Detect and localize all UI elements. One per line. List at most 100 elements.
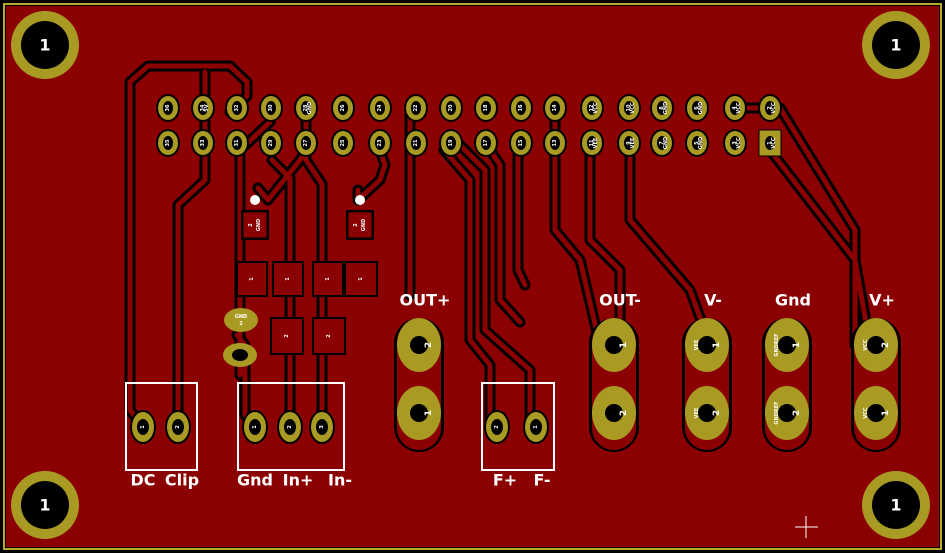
header-pin-drill — [301, 101, 311, 115]
header-pin-drill — [163, 136, 173, 150]
terminal-pin-drill — [698, 336, 716, 354]
header-pin-drill — [765, 101, 775, 115]
header-pin-drill — [198, 136, 208, 150]
connector-gnd-in-pin-drill — [284, 419, 296, 435]
header-pin-drill — [587, 101, 597, 115]
terminal-pin-drill — [698, 404, 716, 422]
connector-dc-clip-outline — [125, 382, 198, 471]
terminal-title: OUT+ — [400, 291, 451, 310]
via — [250, 195, 260, 205]
connector-gnd-in-pin-number: 2 — [287, 425, 293, 429]
header-pin-number: 3 — [732, 141, 738, 145]
connector-gnd-in-label: In+ — [283, 471, 314, 490]
header-pin-drill — [657, 101, 667, 115]
header-pin-number: 1 — [767, 141, 773, 145]
smd-pad[interactable] — [272, 319, 302, 353]
terminal-pin-number: 2 — [881, 342, 891, 348]
header-pin-number: 11 — [589, 139, 595, 146]
connector-f-pin-drill — [530, 419, 542, 435]
smd-cap-right[interactable] — [347, 211, 373, 239]
header-pin-drill — [587, 136, 597, 150]
terminal-title: V- — [704, 291, 722, 310]
header-pin-number: 23 — [377, 139, 383, 146]
connector-gnd-in-pin-number: 1 — [252, 425, 258, 429]
header-pin-drill — [550, 101, 560, 115]
header-pin-drill — [657, 136, 667, 150]
header-pin-number: 29 — [268, 139, 274, 146]
smd-pad[interactable] — [274, 263, 302, 295]
header-pin-drill — [266, 136, 276, 150]
header-pin-drill — [550, 136, 560, 150]
connector-gnd-in-outline — [237, 382, 345, 471]
header-pin-number: 25 — [340, 139, 346, 146]
header-pin-drill — [375, 136, 385, 150]
terminal-pin-drill — [867, 404, 885, 422]
header-pin-drill — [338, 101, 348, 115]
header-pin-drill — [411, 101, 421, 115]
terminal-pin-number: 1 — [792, 342, 802, 348]
terminal-pin-drill — [778, 404, 796, 422]
smd-pad-label: 1 — [358, 277, 364, 281]
header-pin-number: 15 — [518, 139, 524, 146]
terminal-pin-net: VEE — [694, 407, 700, 418]
connector-dc-clip-pin-drill — [172, 419, 184, 435]
header-pin-number: 14 — [552, 104, 558, 111]
header-pin-drill — [266, 101, 276, 115]
smd-pad[interactable] — [314, 263, 342, 295]
header-pin-drill — [411, 136, 421, 150]
header-pin-drill — [516, 136, 526, 150]
header-pin-number: 16 — [518, 104, 524, 111]
header-pin-number: 2 — [767, 106, 773, 110]
terminal-pin-number: 2 — [712, 410, 722, 416]
smd-pad-label: 2 — [284, 334, 290, 338]
header-pin-drill — [481, 101, 491, 115]
header-pin-drill — [692, 136, 702, 150]
header-pin-drill — [163, 101, 173, 115]
mounting-hole-label: 1 — [890, 496, 901, 515]
header-pin-number: 20 — [448, 104, 454, 111]
small-pad[interactable] — [224, 308, 258, 332]
small-pad-number: 2 — [239, 321, 243, 327]
header-pin-number: 13 — [552, 139, 558, 146]
header-pin-number: 10 — [626, 104, 632, 111]
smd-pad[interactable] — [238, 263, 266, 295]
header-pin-drill — [730, 101, 740, 115]
terminal-pin-net: GNDREF — [774, 333, 780, 356]
header-pin-number: 6 — [694, 106, 700, 110]
header-pin-number: 21 — [413, 139, 419, 146]
terminal-pin-net: VCC — [863, 339, 869, 351]
mounting-hole-label: 1 — [890, 36, 901, 55]
mounting-hole-drill — [872, 481, 920, 529]
header-pin-net: VCC — [736, 137, 742, 149]
connector-f-pin-number: 1 — [533, 425, 539, 429]
terminal-pin-number: 1 — [881, 410, 891, 416]
terminal-pin-net: VCC — [863, 407, 869, 419]
smd-cap-right-number: 2 — [353, 223, 359, 227]
mounting-hole-label: 1 — [39, 36, 50, 55]
connector-dc-clip-pin-number: 2 — [175, 425, 181, 429]
header-pin-drill — [446, 101, 456, 115]
terminal-pin-net: VEE — [694, 339, 700, 350]
smd-cap-left-number: 2 — [248, 223, 254, 227]
connector-gnd-in-pin-drill — [316, 419, 328, 435]
connector-f-outline — [481, 382, 555, 471]
terminal-pin-number: 2 — [424, 342, 434, 348]
header-pin-number: 28 — [303, 104, 309, 111]
terminal-pin-number: 1 — [424, 410, 434, 416]
smd-pad-label: 1 — [249, 277, 255, 281]
smd-pad[interactable] — [314, 319, 344, 353]
header-pin-net: GND — [307, 102, 313, 114]
header-pin-net: VCC — [771, 102, 777, 114]
header-pin-number: 34 — [200, 104, 206, 111]
header-pin-drill — [375, 101, 385, 115]
header-pin-number: 4 — [732, 106, 738, 110]
header-pin-net: VCC — [630, 102, 636, 114]
smd-pad[interactable] — [346, 263, 376, 295]
terminal-pin-drill — [867, 336, 885, 354]
header-pin-number: 5 — [694, 141, 700, 145]
header-pin-number: 19 — [448, 139, 454, 146]
connector-f-label: F- — [533, 471, 550, 490]
terminal-pin-number: 1 — [712, 342, 722, 348]
header-pin-drill — [692, 101, 702, 115]
smd-cap-left[interactable] — [242, 211, 268, 239]
